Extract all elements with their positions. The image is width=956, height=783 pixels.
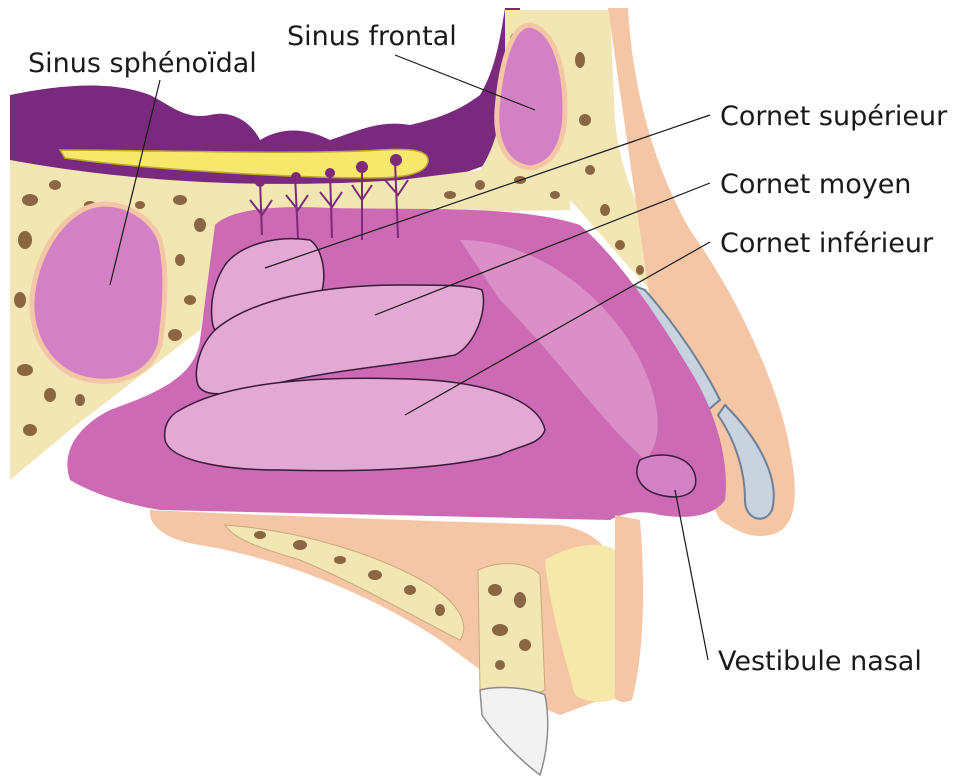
label-vestibule-nasal: Vestibule nasal	[718, 646, 922, 677]
incisor-tooth	[480, 688, 548, 775]
label-cornet-inferieur: Cornet inférieur	[720, 228, 934, 259]
label-sinus-sphenoidal: Sinus sphénoïdal	[28, 48, 257, 79]
frontal-sinus	[497, 25, 565, 168]
label-sinus-frontal: Sinus frontal	[287, 21, 457, 52]
label-cornet-superieur: Cornet supérieur	[720, 101, 948, 132]
lip-skin	[614, 515, 643, 702]
label-cornet-moyen: Cornet moyen	[720, 169, 911, 200]
alveolar-bone	[478, 564, 545, 697]
